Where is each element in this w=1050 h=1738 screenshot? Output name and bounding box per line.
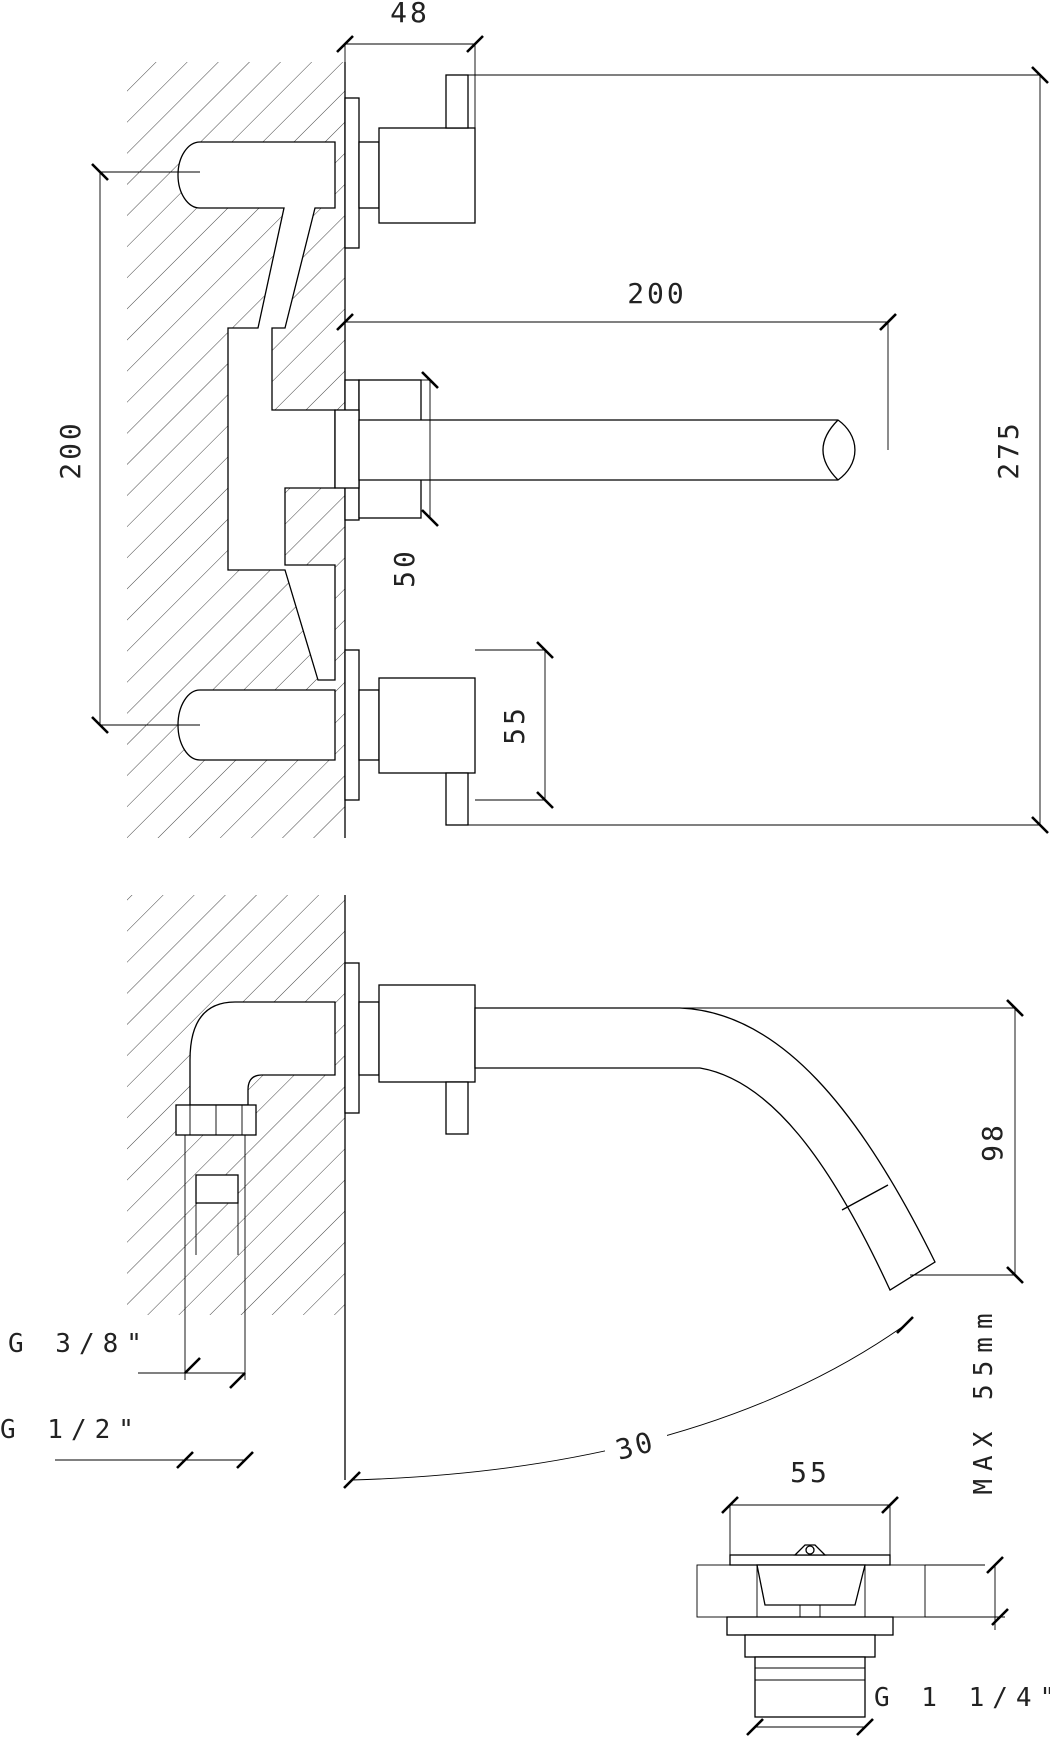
drain-body bbox=[756, 1564, 866, 1606]
max-thickness-label: MAX 55mm bbox=[969, 1305, 999, 1494]
basin-section-left bbox=[696, 1564, 758, 1618]
lower-lever bbox=[445, 772, 469, 826]
side-handle-body bbox=[378, 984, 476, 1083]
drain-detail: 55 MAX 55mm G 1 1/4" bbox=[696, 1305, 1050, 1736]
dim-48-label: 48 bbox=[390, 0, 430, 29]
upper-lever bbox=[445, 74, 469, 129]
spout-outlet bbox=[822, 419, 839, 481]
front-view: 48 275 200 200 50 55 bbox=[54, 0, 1049, 838]
basin-section-right bbox=[864, 1564, 926, 1618]
drain-width-label: 55 bbox=[790, 1456, 830, 1489]
upper-valve-neck bbox=[358, 141, 380, 209]
drain-thread bbox=[754, 1656, 866, 1718]
drain-cap bbox=[729, 1554, 891, 1566]
spout-aerator-ring bbox=[841, 1184, 889, 1211]
connection-inner-label: G 3/8" bbox=[8, 1329, 150, 1359]
dim-200-left-label: 200 bbox=[54, 420, 87, 480]
drain-collar bbox=[744, 1634, 876, 1658]
lower-valve-neck bbox=[358, 689, 380, 761]
drain-flange bbox=[726, 1616, 894, 1636]
inlet-connector bbox=[195, 1174, 239, 1204]
drain-thread-label: G 1 1/4" bbox=[874, 1683, 1050, 1713]
upper-flange bbox=[344, 97, 360, 249]
upper-handle-body bbox=[378, 127, 476, 224]
connection-outer-label: G 1/2" bbox=[0, 1415, 142, 1445]
lower-handle-body bbox=[378, 677, 476, 774]
drain-cap-tab bbox=[793, 1544, 827, 1556]
lower-valve-body bbox=[177, 689, 336, 761]
dim-50-label: 50 bbox=[388, 548, 421, 588]
dim-200-spout-label: 200 bbox=[627, 277, 687, 310]
dim-55-label: 55 bbox=[498, 705, 531, 745]
side-lever bbox=[445, 1081, 469, 1135]
curved-spout bbox=[474, 1007, 936, 1291]
dim-275-label: 275 bbox=[992, 420, 1025, 480]
spout-neck bbox=[334, 409, 360, 489]
side-neck bbox=[358, 1001, 380, 1076]
lower-flange bbox=[344, 649, 360, 801]
side-flange bbox=[344, 962, 360, 1114]
spout-pipe bbox=[358, 419, 856, 481]
dim-98-label: 98 bbox=[976, 1122, 1009, 1162]
side-view: 98 30 G 3/8" G 1/2" bbox=[0, 895, 1024, 1489]
